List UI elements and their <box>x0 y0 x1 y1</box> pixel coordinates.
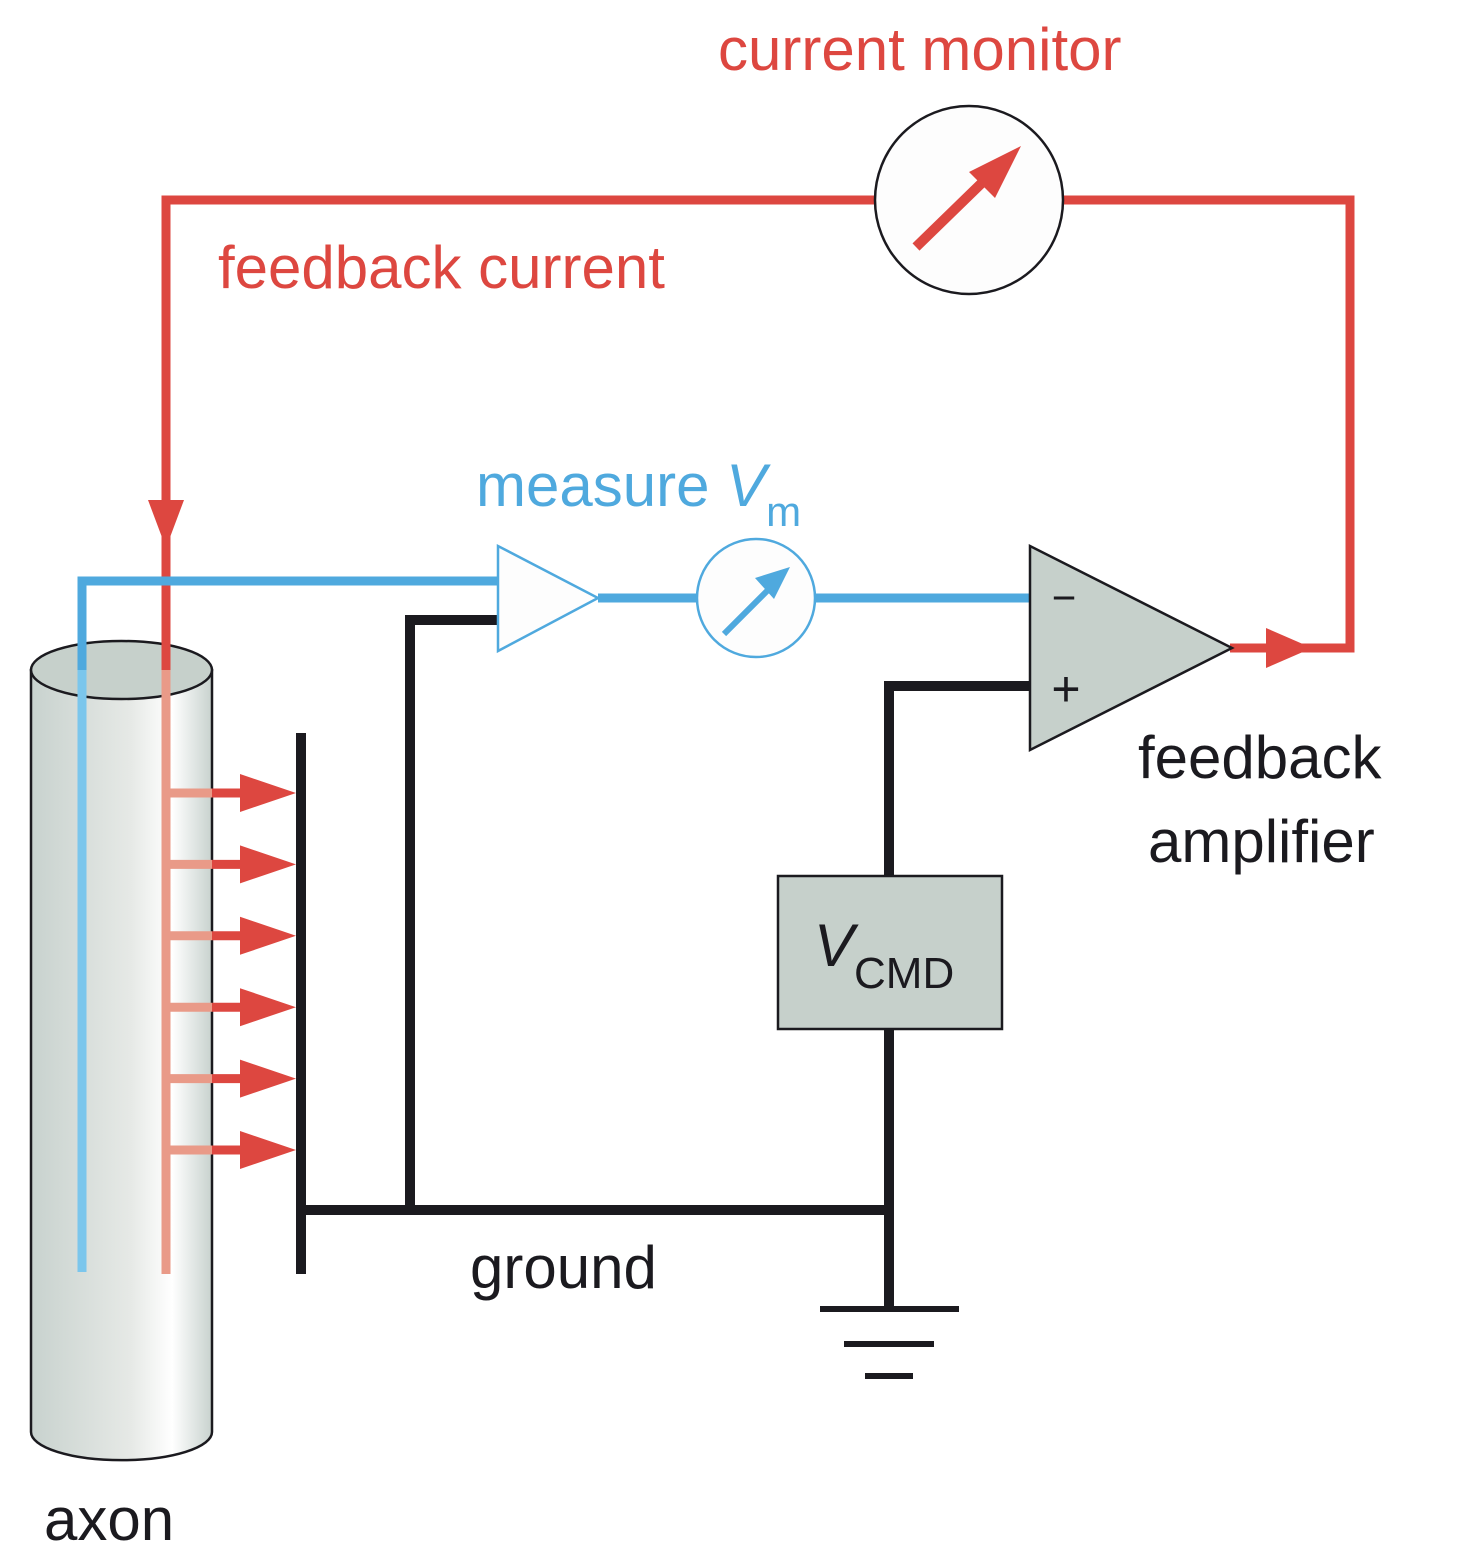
feedback-amplifier-label-line1: feedback <box>1138 724 1383 791</box>
membrane-current-arrow <box>166 774 296 812</box>
vcmd-label: VCMD <box>814 912 954 998</box>
axon <box>29 639 214 1462</box>
axon-top <box>29 639 214 701</box>
feedback-amplifier-label-line2: amplifier <box>1148 808 1375 875</box>
vm-symbol: V <box>726 452 771 519</box>
current-monitor-icon <box>873 104 1065 296</box>
feedback-amplifier <box>1028 543 1235 753</box>
membrane-current-arrow <box>166 916 296 955</box>
membrane-current-arrow <box>166 1059 296 1098</box>
voltmeter-icon <box>695 537 817 659</box>
vcmd-source <box>776 874 1004 1031</box>
feedback-wire-right <box>1064 195 1355 653</box>
amp-minus-sign: − <box>1052 574 1077 621</box>
vm-subscript: m <box>766 488 801 535</box>
voltage-follower-amplifier <box>496 543 601 654</box>
current-monitor-label: current monitor <box>718 16 1121 83</box>
amplifier-output-arrow <box>1266 628 1312 668</box>
membrane-current-arrow <box>166 1131 296 1169</box>
vcmd-subscript: CMD <box>854 949 954 998</box>
measure-text: measure <box>476 452 726 519</box>
ground-symbol-icon <box>820 1306 959 1379</box>
membrane-current-arrow <box>166 845 296 884</box>
vcmd-symbol: V <box>814 912 859 979</box>
follower-reference-wire <box>405 615 498 1210</box>
ground-label: ground <box>470 1234 657 1301</box>
feedback-current-arrow-down <box>148 500 184 548</box>
feedback-current-wire <box>148 195 1355 670</box>
amp-plus-sign: + <box>1051 661 1080 717</box>
vcmd-to-plus-wire <box>884 681 1030 876</box>
membrane-current-arrow <box>166 988 296 1027</box>
voltage-electrode-wire <box>77 576 498 670</box>
axon-label: axon <box>44 1486 174 1553</box>
measure-vm-label: measure Vm <box>476 452 801 535</box>
feedback-current-label: feedback current <box>218 234 665 301</box>
membrane-current-arrows <box>166 774 296 1169</box>
